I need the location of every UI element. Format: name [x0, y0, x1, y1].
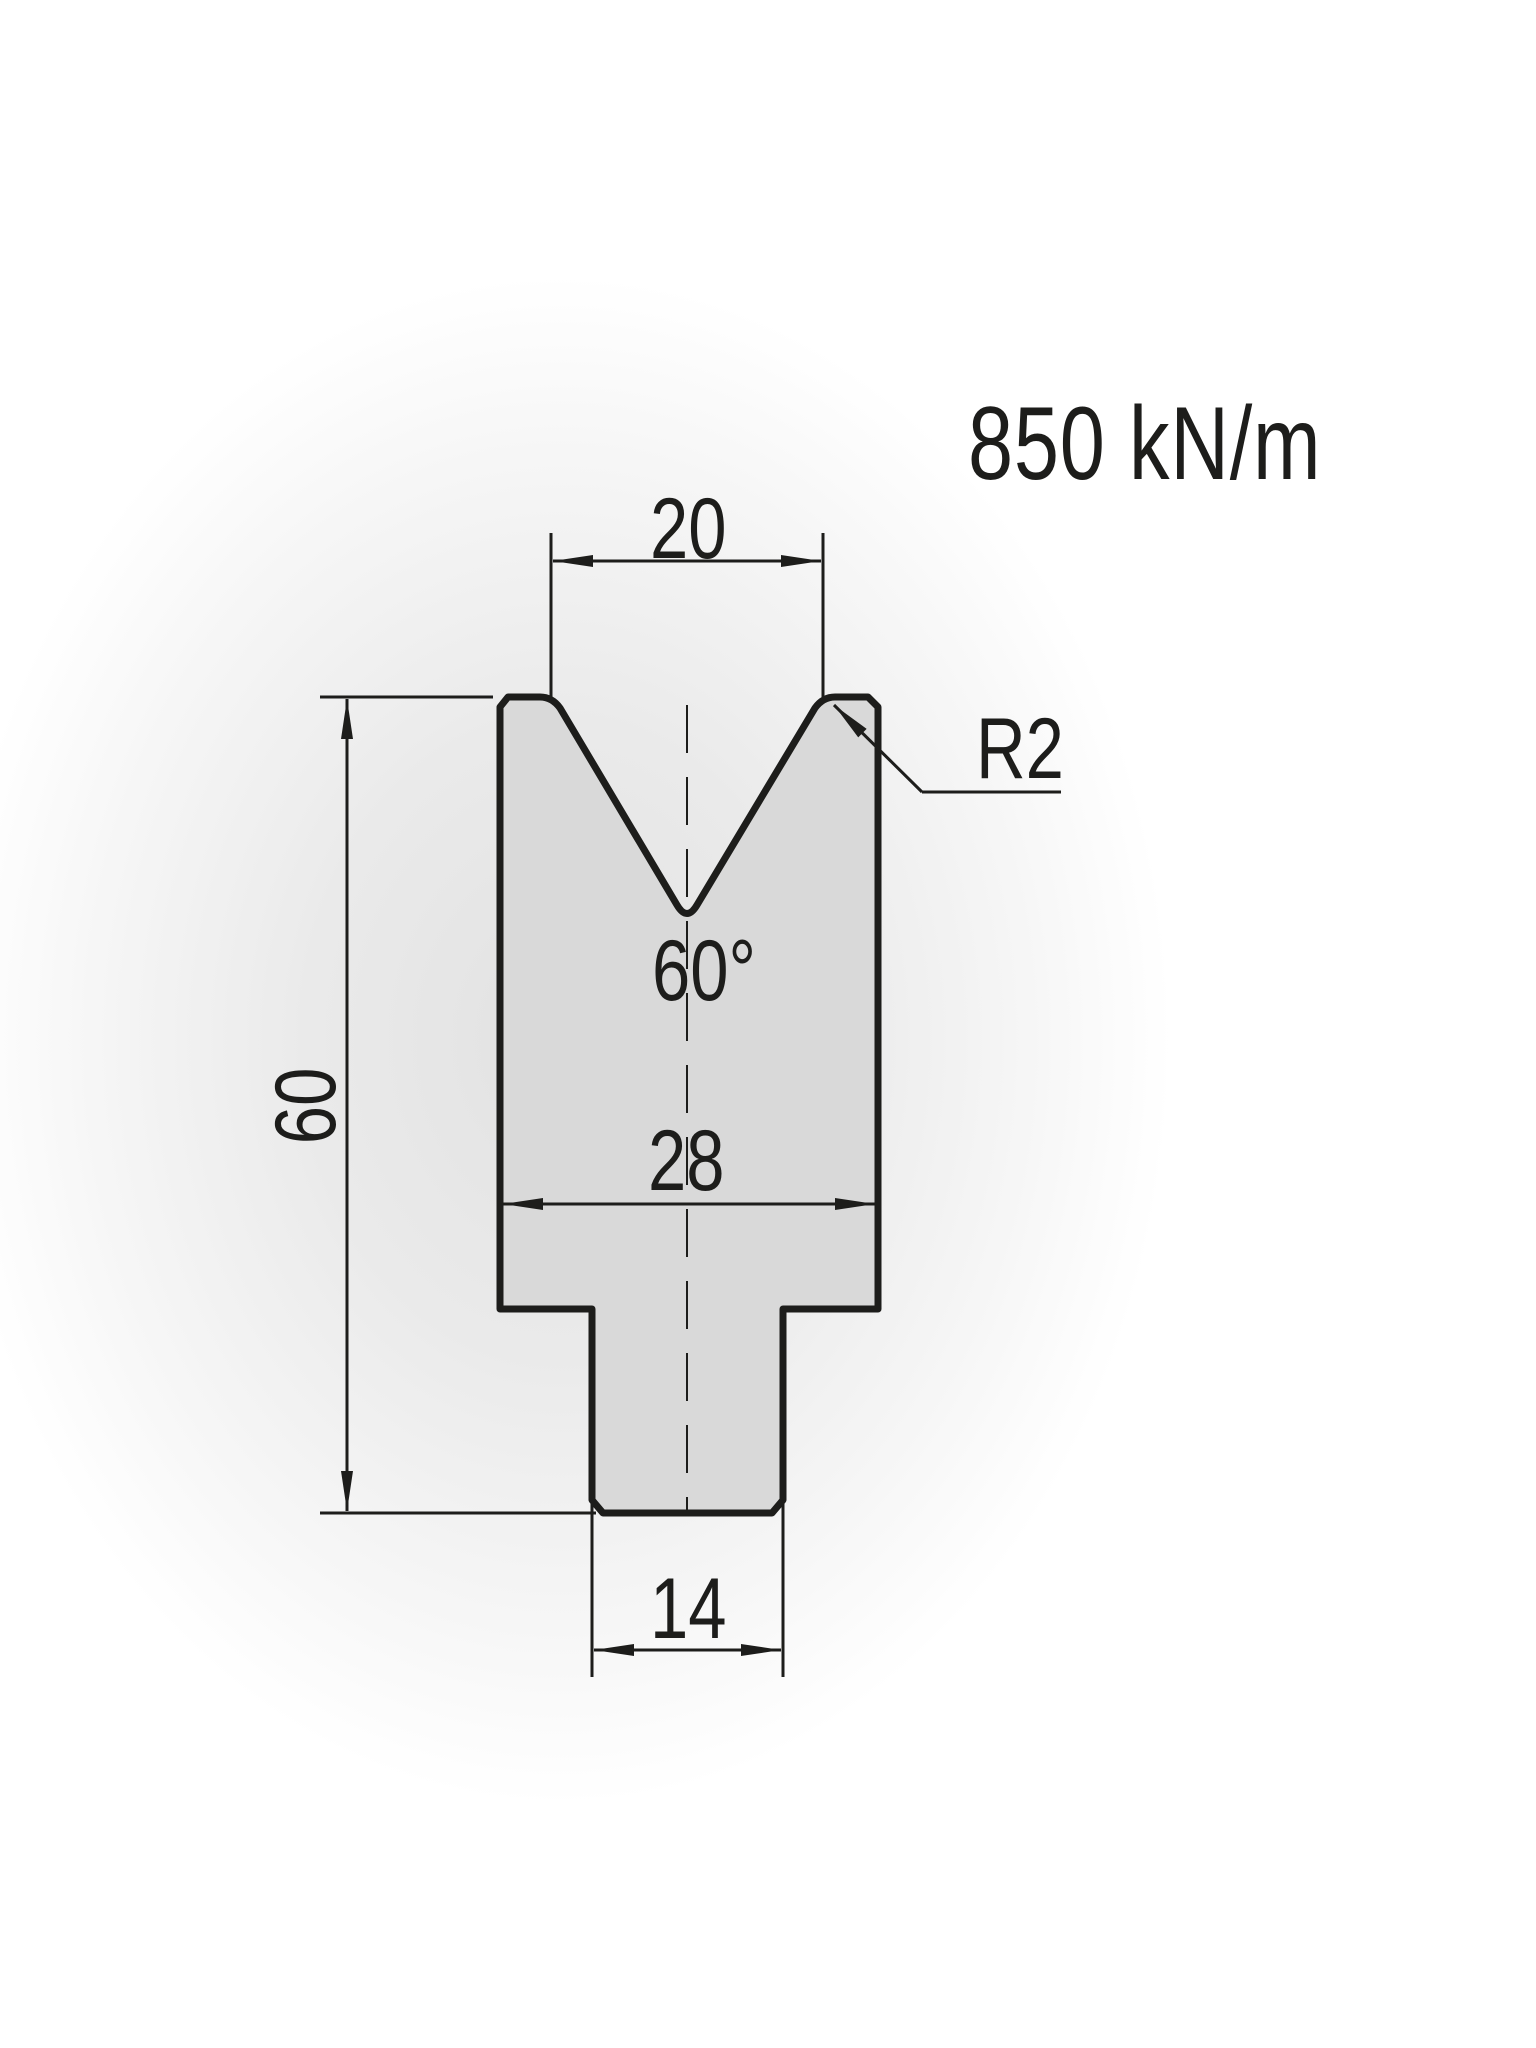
die-profile	[496, 693, 882, 1517]
radius-leader-diag	[832, 703, 924, 794]
body-width-label: 28	[648, 1113, 725, 1209]
force-rating-label: 850 kN/m	[968, 386, 1322, 502]
height-label: 60	[258, 1067, 354, 1145]
tang-width-label: 14	[650, 1561, 727, 1657]
v-angle-label: 60°	[652, 923, 757, 1019]
corner-radius-label: R2	[976, 701, 1064, 797]
v-opening-label: 20	[650, 481, 727, 577]
